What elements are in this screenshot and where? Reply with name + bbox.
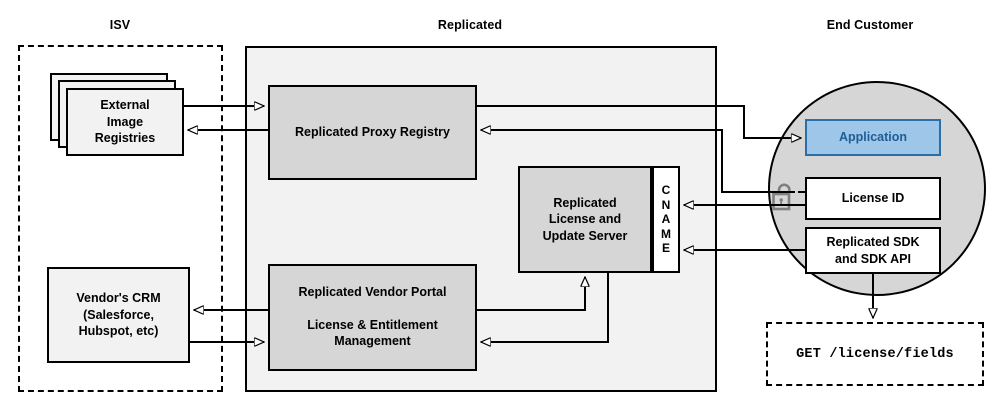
- cname-letter-c: C: [662, 183, 671, 198]
- vendor-portal-title: Replicated Vendor Portal: [299, 284, 447, 301]
- license-server-line-1: Replicated: [553, 195, 616, 212]
- replicated-proxy-registry-box[interactable]: Replicated Proxy Registry: [268, 85, 477, 180]
- license-server-line-2: License and: [549, 211, 621, 228]
- cname-strip[interactable]: C N A M E: [652, 166, 680, 273]
- application-label: Application: [839, 129, 907, 146]
- cname-letter-e: E: [662, 241, 670, 256]
- external-registries-line-2: Image: [107, 114, 143, 131]
- application-box[interactable]: Application: [805, 119, 941, 156]
- sdk-line-1: Replicated SDK: [826, 234, 919, 251]
- license-id-label: License ID: [842, 190, 905, 207]
- vendor-crm-line-2: (Salesforce,: [83, 307, 154, 324]
- license-server-line-3: Update Server: [543, 228, 628, 245]
- replicated-vendor-portal-box[interactable]: Replicated Vendor Portal License & Entit…: [268, 264, 477, 371]
- zone-title-end-customer: End Customer: [800, 18, 940, 32]
- vendor-portal-line-3: Management: [334, 333, 410, 350]
- vendor-crm-line-3: Hubspot, etc): [79, 323, 159, 340]
- license-update-server-box[interactable]: Replicated License and Update Server: [518, 166, 652, 273]
- cname-letter-a: A: [662, 212, 671, 227]
- external-registries-line-3: Registries: [95, 130, 155, 147]
- zone-title-replicated: Replicated: [400, 18, 540, 32]
- vendor-portal-line-2: License & Entitlement: [307, 317, 438, 334]
- proxy-registry-label: Replicated Proxy Registry: [295, 124, 450, 141]
- zone-title-isv: ISV: [60, 18, 180, 32]
- replicated-sdk-box[interactable]: Replicated SDK and SDK API: [805, 227, 941, 274]
- vendor-crm-line-1: Vendor's CRM: [76, 290, 160, 307]
- external-image-registries-box[interactable]: External Image Registries: [66, 88, 184, 156]
- vendor-crm-box[interactable]: Vendor's CRM (Salesforce, Hubspot, etc): [47, 267, 190, 363]
- cname-letter-n: N: [662, 198, 671, 213]
- cname-letter-m: M: [661, 227, 671, 242]
- license-id-box[interactable]: License ID: [805, 177, 941, 220]
- external-registries-line-1: External: [100, 97, 149, 114]
- api-call-label: GET /license/fields: [796, 347, 954, 362]
- sdk-line-2: and SDK API: [835, 251, 911, 268]
- api-call-box: GET /license/fields: [766, 322, 984, 386]
